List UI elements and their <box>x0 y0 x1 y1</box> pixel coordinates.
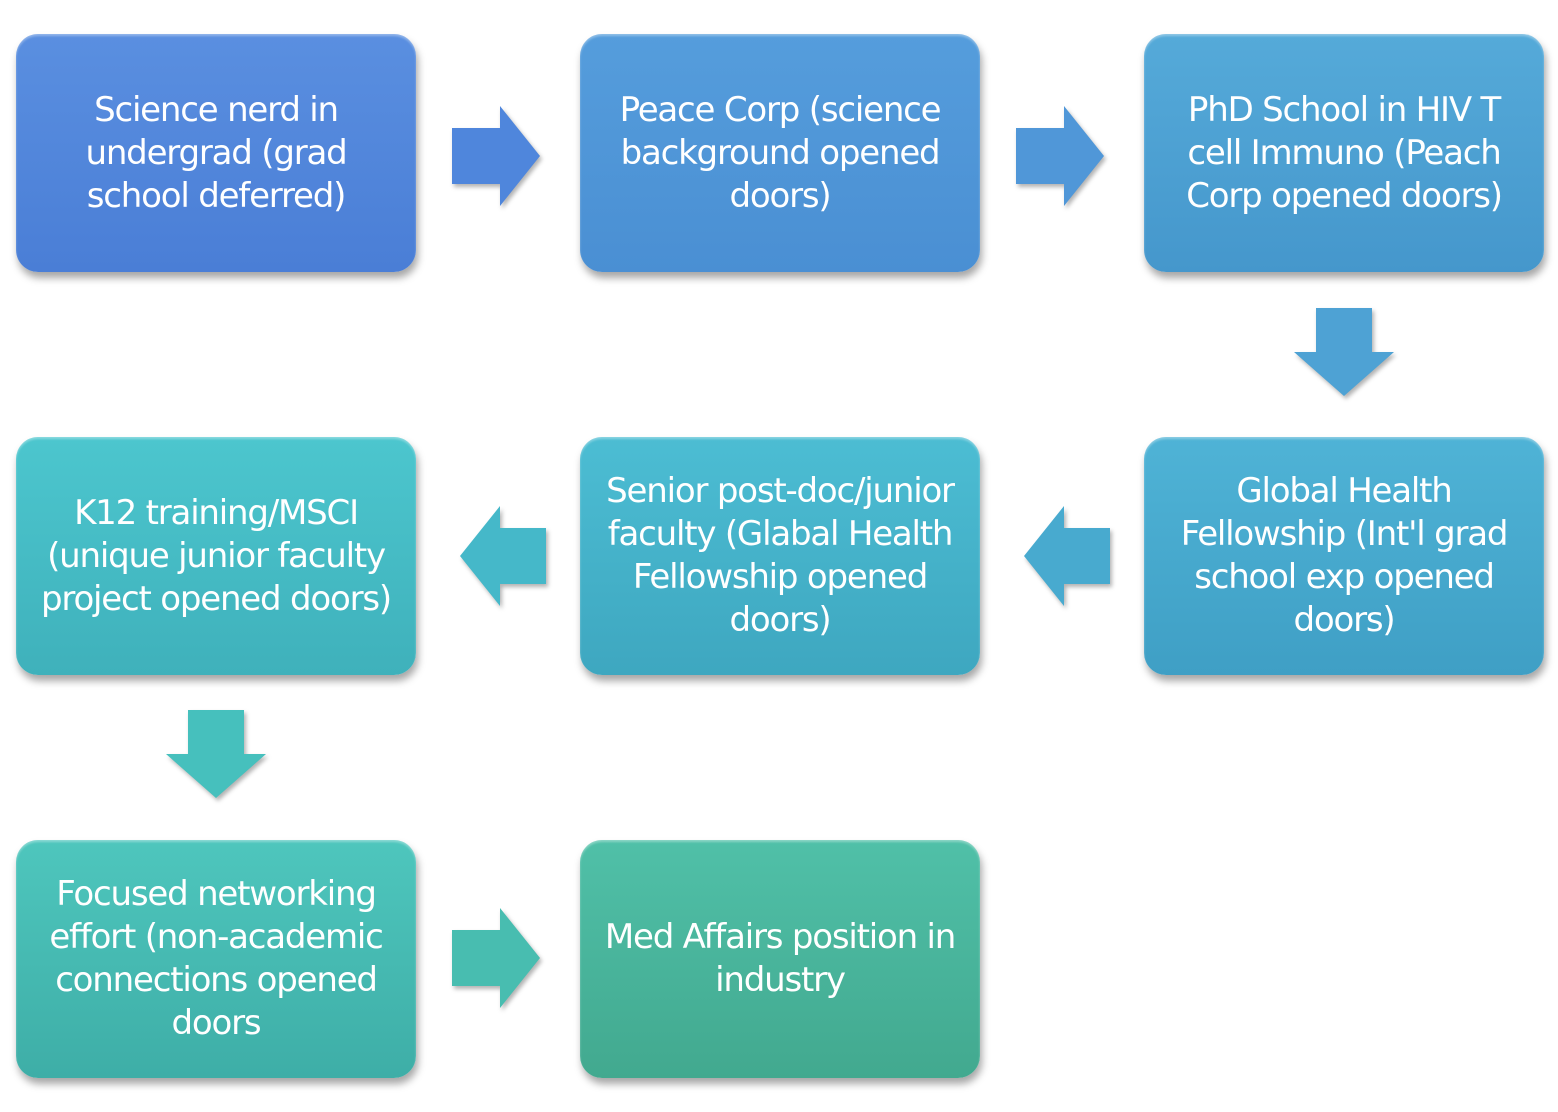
step-line: (unique junior faculty <box>47 535 386 576</box>
arrow-left-icon <box>456 506 548 606</box>
step-line: Senior post-doc/junior <box>606 471 955 511</box>
step-box-2: Peace Corp (science background opened do… <box>580 34 980 272</box>
step-box-7: Focused networking effort (non-academic … <box>16 840 416 1078</box>
arrow-down-icon <box>1294 308 1396 400</box>
step-line: Global Health <box>1236 471 1453 511</box>
step-label: K12 training/MSCI (unique junior faculty… <box>41 492 392 621</box>
step-line: school exp opened <box>1194 557 1495 597</box>
step-line: Fellowship (Int'l grad <box>1180 514 1509 554</box>
step-line: Peace Corp (science <box>619 89 942 130</box>
arrow-right-icon <box>1016 106 1108 206</box>
arrow-down-icon <box>166 710 268 802</box>
step-line: undergrad (grad <box>85 132 347 173</box>
step-line: doors) <box>729 600 832 640</box>
step-label: Global Health Fellowship (Int'l grad sch… <box>1180 470 1509 642</box>
step-label: Science nerd in undergrad (grad school d… <box>85 89 347 218</box>
step-box-3: PhD School in HIV T cell Immuno (Peach C… <box>1144 34 1544 272</box>
step-label: Med Affairs position in industry <box>604 916 956 1002</box>
arrow-right-icon <box>452 106 544 206</box>
arrow-right-icon <box>452 908 544 1008</box>
step-label: Senior post-doc/junior faculty (Glabal H… <box>606 470 955 642</box>
arrow-left-icon <box>1020 506 1112 606</box>
step-line: background opened <box>620 132 941 173</box>
step-box-5: Senior post-doc/junior faculty (Glabal H… <box>580 437 980 675</box>
step-line: faculty (Glabal Health <box>607 514 954 554</box>
step-line: Fellowship opened <box>632 557 928 597</box>
step-line: Science nerd in <box>94 89 339 130</box>
step-label: Peace Corp (science background opened do… <box>619 89 942 218</box>
step-line: Corp opened doors) <box>1186 175 1503 216</box>
step-label: PhD School in HIV T cell Immuno (Peach C… <box>1186 89 1503 218</box>
step-line: K12 training/MSCI <box>74 492 359 533</box>
step-line: PhD School in HIV T <box>1187 89 1501 130</box>
step-line: Focused networking <box>56 874 377 914</box>
step-box-1: Science nerd in undergrad (grad school d… <box>16 34 416 272</box>
step-line: connections opened <box>55 960 378 1000</box>
step-line: doors <box>171 1003 262 1043</box>
step-line: effort (non-academic <box>49 917 384 957</box>
step-box-6: K12 training/MSCI (unique junior faculty… <box>16 437 416 675</box>
step-line: Med Affairs position in <box>604 917 956 957</box>
step-line: project opened doors) <box>41 578 392 619</box>
step-line: industry <box>715 960 846 1000</box>
step-line: doors) <box>1293 600 1396 640</box>
step-line: school deferred) <box>86 175 347 216</box>
step-line: cell Immuno (Peach <box>1187 132 1501 173</box>
step-label: Focused networking effort (non-academic … <box>49 873 384 1045</box>
step-line: doors) <box>729 175 832 216</box>
step-box-8: Med Affairs position in industry <box>580 840 980 1078</box>
step-box-4: Global Health Fellowship (Int'l grad sch… <box>1144 437 1544 675</box>
